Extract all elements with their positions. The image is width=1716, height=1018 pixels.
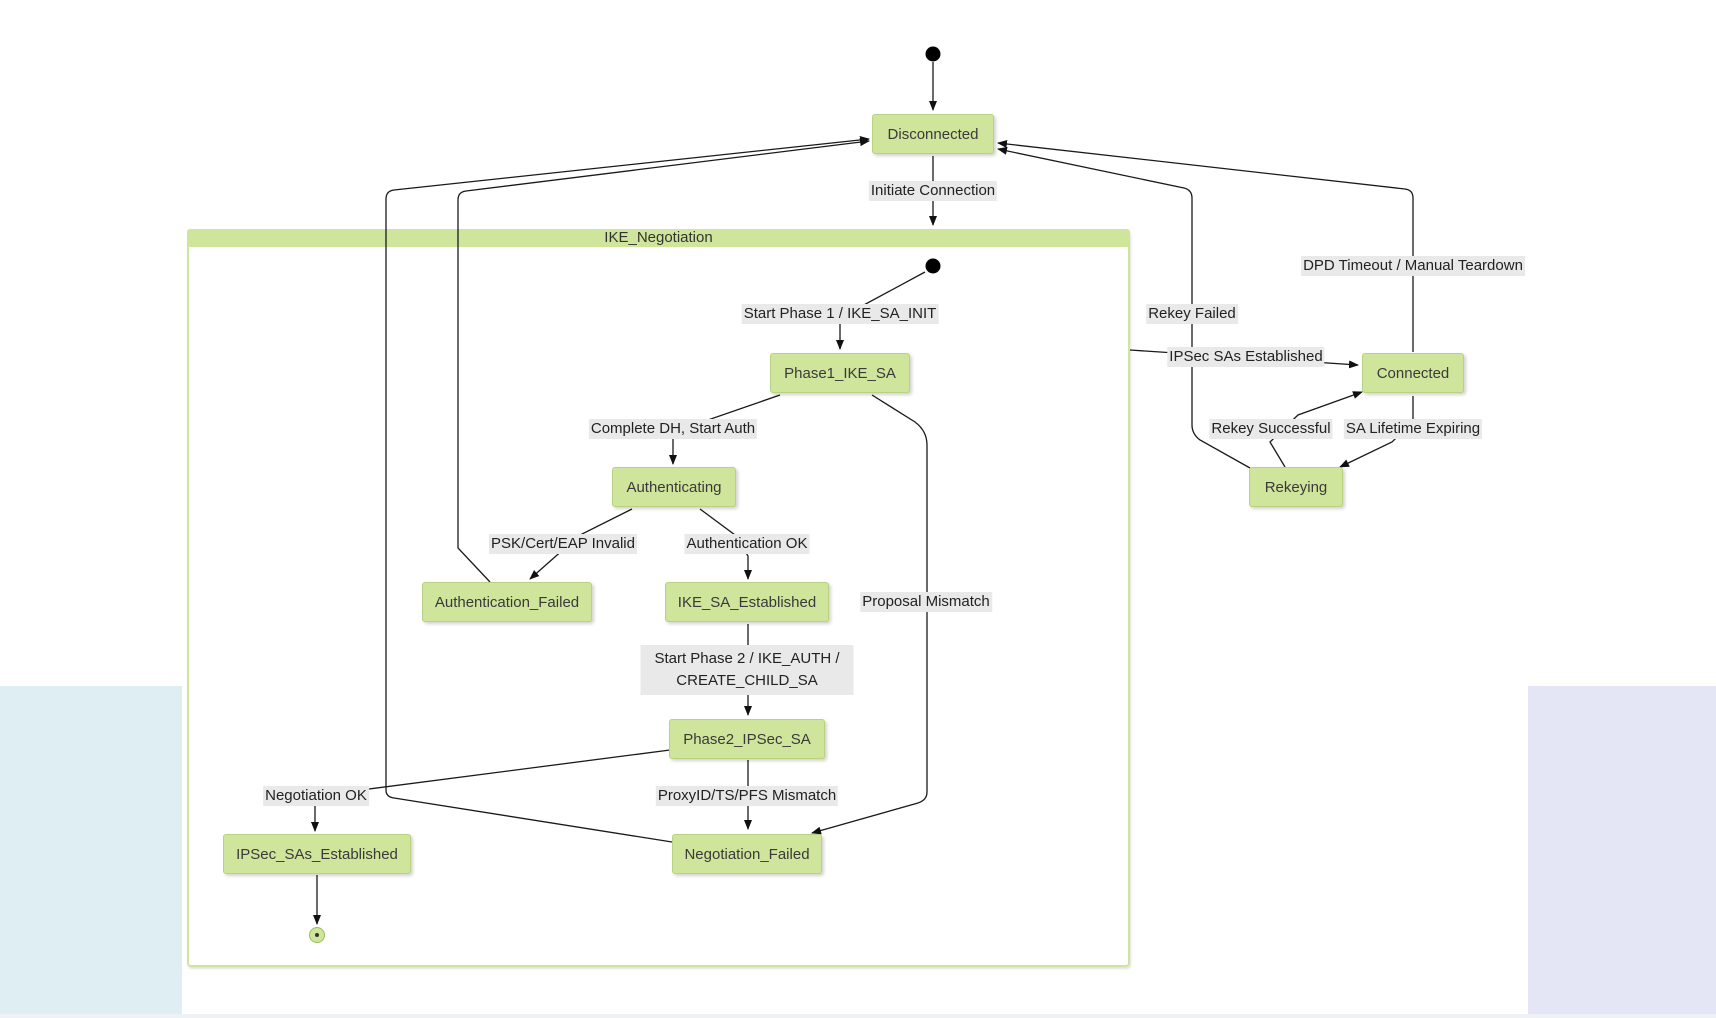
edge-proposal-mismatch: [811, 394, 928, 835]
final-state: [309, 927, 325, 943]
state-connected[interactable]: Connected: [1362, 353, 1464, 393]
background-bottom-strip: [0, 1014, 1716, 1018]
label-sa-lifetime-expiring: SA Lifetime Expiring: [1343, 419, 1483, 439]
edge-dpd-timeout: [997, 140, 1414, 352]
state-authentication-failed[interactable]: Authentication_Failed: [422, 582, 592, 622]
label-initiate-connection: Initiate Connection: [868, 181, 998, 201]
cluster-title: IKE_Negotiation: [187, 229, 1130, 247]
label-complete-dh: Complete DH, Start Auth: [588, 419, 758, 439]
label-ipsec-sas-established: IPSec SAs Established: [1167, 347, 1325, 367]
background-panel-left: [0, 686, 182, 1018]
initial-state-dot: [925, 46, 941, 62]
label-dpd-timeout: DPD Timeout / Manual Teardown: [1301, 256, 1525, 276]
inner-initial-state-dot: [925, 258, 941, 274]
state-disconnected[interactable]: Disconnected: [872, 114, 994, 154]
label-proposal-mismatch: Proposal Mismatch: [860, 592, 992, 612]
edge-negfailed-disconnected: [385, 135, 870, 843]
label-auth-ok: Authentication OK: [684, 534, 810, 554]
edge-authfailed-disconnected: [457, 138, 870, 583]
label-rekey-failed: Rekey Failed: [1146, 304, 1238, 324]
state-phase2-ipsec-sa[interactable]: Phase2_IPSec_SA: [669, 719, 825, 759]
label-auth-invalid: PSK/Cert/EAP Invalid: [489, 534, 637, 554]
label-start-phase2-line1: Start Phase 2 / IKE_AUTH /: [654, 650, 840, 667]
label-start-phase2-line2: CREATE_CHILD_SA: [676, 672, 818, 689]
label-negotiation-ok: Negotiation OK: [263, 786, 369, 806]
state-rekeying[interactable]: Rekeying: [1249, 467, 1343, 507]
label-proxyid-mismatch: ProxyID/TS/PFS Mismatch: [655, 786, 839, 806]
background-panel-right: [1528, 686, 1716, 1018]
state-phase1-ike-sa[interactable]: Phase1_IKE_SA: [770, 353, 910, 393]
state-ike-sa-established[interactable]: IKE_SA_Established: [665, 582, 829, 622]
label-rekey-successful: Rekey Successful: [1209, 419, 1333, 439]
state-authenticating[interactable]: Authenticating: [612, 467, 736, 507]
state-negotiation-failed[interactable]: Negotiation_Failed: [672, 834, 822, 874]
label-start-phase1: Start Phase 1 / IKE_SA_INIT: [741, 304, 939, 324]
state-ipsec-sas-established[interactable]: IPSec_SAs_Established: [223, 834, 411, 874]
label-start-phase2: Start Phase 2 / IKE_AUTH / CREATE_CHILD_…: [640, 645, 854, 695]
